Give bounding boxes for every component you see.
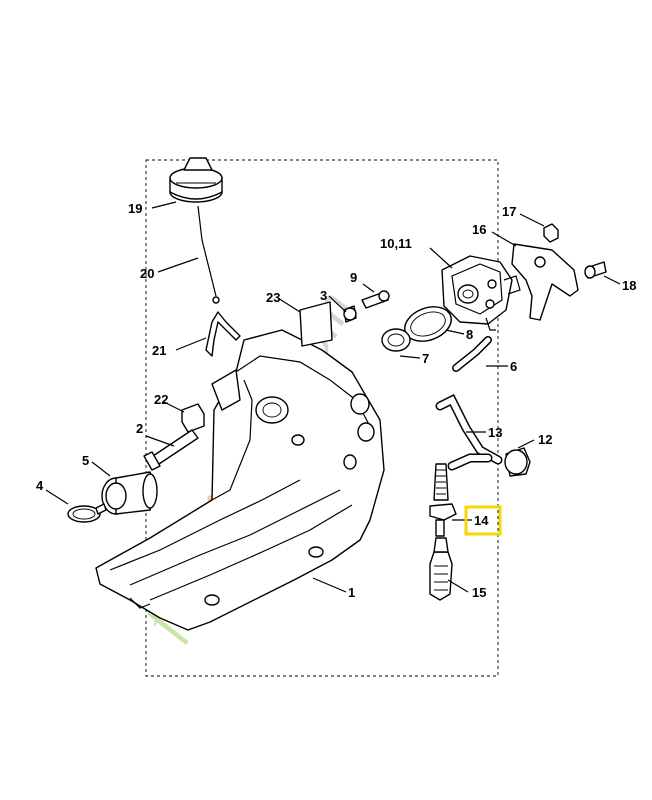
fuel-cap-part (169, 157, 223, 203)
callout-labels: 1 2 3 4 5 6 7 8 9 10,11 12 13 14 15 16 1… (36, 201, 636, 600)
bolt-part (143, 429, 199, 471)
callout-18: 18 (622, 278, 636, 293)
callout-8: 8 (466, 327, 473, 342)
callout-14: 14 (474, 513, 489, 528)
callout-20: 20 (140, 266, 154, 281)
nut-part (181, 403, 205, 433)
callout-13: 13 (488, 425, 502, 440)
callout-19: 19 (128, 201, 142, 216)
callout-1: 1 (348, 585, 355, 600)
callout-3: 3 (320, 288, 327, 303)
callout-10-11: 10,11 (380, 236, 412, 251)
highlight-box (464, 505, 502, 536)
callout-15: 15 (472, 585, 486, 600)
callout-2: 2 (136, 421, 143, 436)
bracket-part (511, 243, 579, 321)
sleeve-part (343, 305, 357, 323)
callout-6: 6 (510, 359, 517, 374)
callout-4: 4 (36, 478, 44, 493)
leader-lines (45, 201, 621, 593)
bracket-screw-part (584, 261, 607, 279)
fuel-pickup-part (429, 463, 457, 537)
callout-16: 16 (472, 222, 486, 237)
gasket-part (299, 301, 333, 347)
housing-part (95, 329, 385, 631)
callout-12: 12 (538, 432, 552, 447)
grommet-part (381, 328, 411, 352)
carburetor-part (441, 255, 521, 331)
hose-clamp-part (67, 503, 107, 523)
fuel-filter-part (504, 447, 531, 477)
callout-22: 22 (154, 392, 168, 407)
intake-flange-part (101, 471, 158, 515)
retaining-cord-part (197, 205, 217, 297)
cord-clip-part (205, 311, 241, 357)
fuel-line-part (435, 393, 503, 471)
hex-nut-part (543, 223, 559, 243)
screw-part (361, 290, 390, 309)
callout-5: 5 (82, 453, 89, 468)
callout-17: 17 (502, 204, 516, 219)
callout-9: 9 (350, 270, 357, 285)
callout-7: 7 (422, 351, 429, 366)
fuel-strainer-part (429, 537, 453, 601)
callout-23: 23 (266, 290, 280, 305)
callout-21: 21 (152, 343, 166, 358)
